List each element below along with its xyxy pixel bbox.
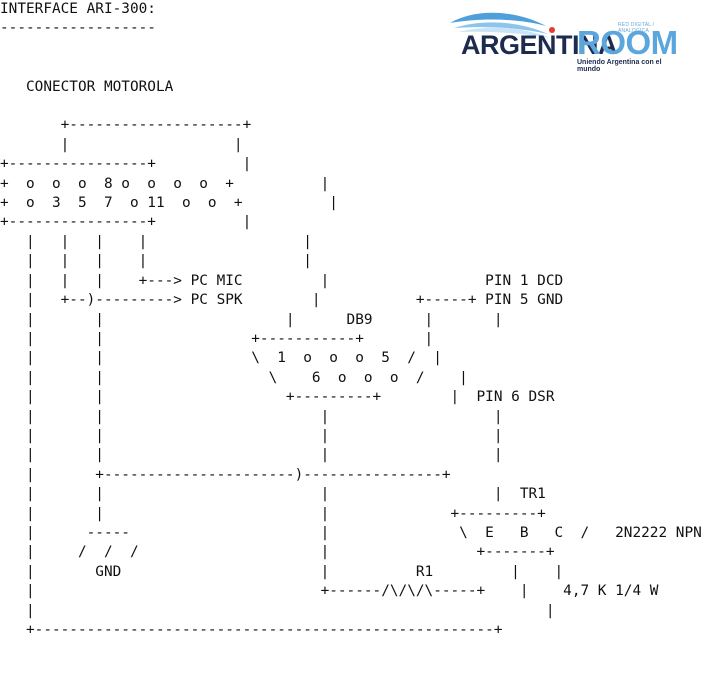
red-dot-icon [549,27,555,33]
ascii-diagram: INTERFACE ARI-300: ------------------ CO… [0,1,702,638]
logo-tagline-small: RED DIGITAL / ANALOGICA [618,22,655,34]
flag-swoosh-icon [450,12,555,38]
logo-word-room: ROOM [577,24,678,61]
argentinaroom-logo: RED DIGITAL / ANALOGICA ARGENTINA ROOM U… [446,8,682,73]
logo-word-argentina: ARGENTINA [461,30,618,60]
logo-slogan: Uniendo Argentina con el mundo [577,59,662,73]
